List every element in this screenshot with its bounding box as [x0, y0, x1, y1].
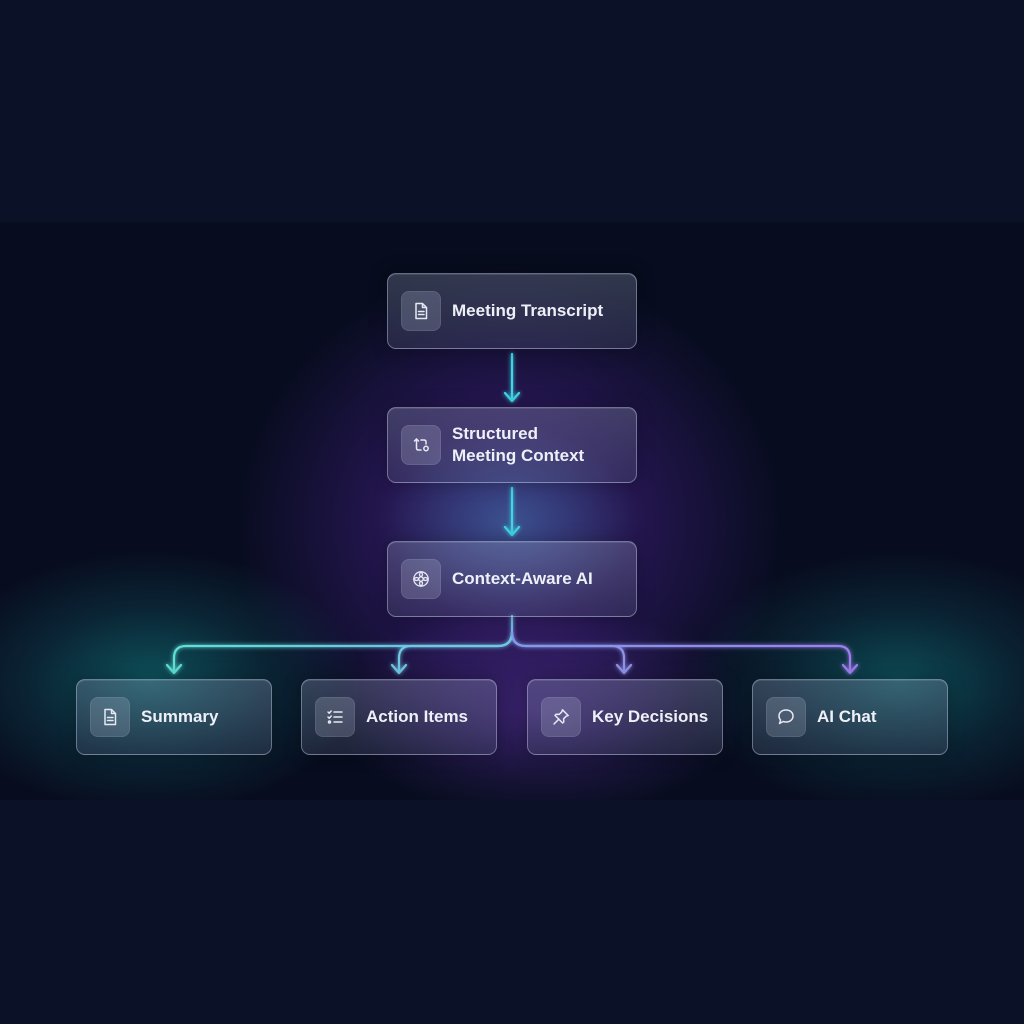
arrowhead-ai-chat [841, 663, 859, 675]
chat-bubble-icon [766, 697, 806, 737]
pin-icon [541, 697, 581, 737]
node-ai-chat[interactable]: AI Chat [752, 679, 948, 755]
arrowhead-context [503, 391, 521, 403]
node-key-decisions[interactable]: Key Decisions [527, 679, 723, 755]
document-icon [401, 291, 441, 331]
arrowhead-summary [165, 663, 183, 675]
node-context-aware-ai[interactable]: Context-Aware AI [387, 541, 637, 617]
node-label: Summary [141, 707, 219, 726]
arrowhead-key-decisions [615, 663, 633, 675]
edge-ai-to-ai-chat [510, 630, 852, 674]
ai-flower-icon [401, 559, 441, 599]
transform-icon [401, 425, 441, 465]
edge-ai-to-summary [172, 614, 514, 674]
node-label: Key Decisions [592, 707, 709, 726]
node-label: Action Items [366, 707, 469, 726]
node-label: Structured Meeting Context [452, 424, 585, 465]
arrowhead-action-items [390, 663, 408, 675]
node-summary[interactable]: Summary [76, 679, 272, 755]
arrowhead-ai [503, 525, 521, 537]
node-meeting-transcript[interactable]: Meeting Transcript [387, 273, 637, 349]
node-label: AI Chat [817, 707, 877, 726]
edge-ai-to-action-items [397, 630, 514, 674]
node-label: Context-Aware AI [452, 569, 593, 588]
document-icon [90, 697, 130, 737]
node-label: Meeting Transcript [452, 301, 604, 320]
node-action-items[interactable]: Action Items [301, 679, 497, 755]
node-structured-meeting-context[interactable]: Structured Meeting Context [387, 407, 637, 483]
checklist-icon [315, 697, 355, 737]
edge-ai-to-key-decisions [510, 630, 626, 674]
